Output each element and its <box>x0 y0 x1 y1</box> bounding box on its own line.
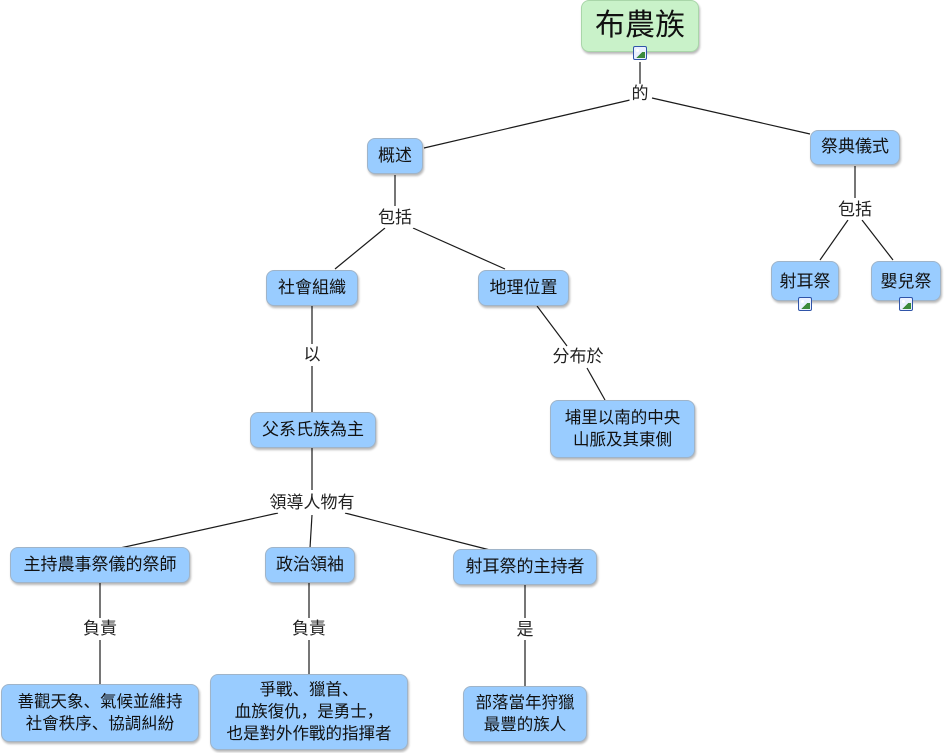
link-label-distributed: 分布於 <box>550 346 606 368</box>
node-ceremonies[interactable]: 祭典儀式 <box>810 130 900 165</box>
link-label-leaders: 領導人物有 <box>267 492 357 514</box>
connector-line <box>651 97 811 135</box>
node-ear-shooting[interactable]: 射耳祭 <box>771 261 839 312</box>
node-line: 社會秩序、協調糾紛 <box>25 714 175 733</box>
node-agri-priest[interactable]: 主持農事祭儀的祭師 <box>10 547 190 583</box>
node-label: 射耳祭 <box>779 272 831 292</box>
node-political-leader[interactable]: 政治領袖 <box>265 547 355 583</box>
node-political-duty[interactable]: 爭戰、獵首、 血族復仇，是勇士， 也是對外作戰的指揮者 <box>210 674 408 750</box>
connector-line <box>586 367 606 401</box>
link-label-is: 是 <box>514 619 536 641</box>
connector-line <box>412 227 506 270</box>
connector-line <box>423 99 631 149</box>
node-infant-festival[interactable]: 嬰兒祭 <box>871 261 941 312</box>
root-title: 布農族 <box>595 8 685 43</box>
connector-line <box>819 219 849 261</box>
image-icon[interactable] <box>633 46 647 60</box>
link-label-includes: 包括 <box>376 207 414 229</box>
node-patrilineal[interactable]: 父系氏族為主 <box>250 412 376 448</box>
link-label-by: 以 <box>301 344 323 366</box>
node-host-desc[interactable]: 部落當年狩獵 最豐的族人 <box>463 686 587 742</box>
node-line: 也是對外作戰的指揮者 <box>226 723 392 743</box>
node-label: 社會組織 <box>278 277 346 298</box>
connector-line <box>536 305 568 347</box>
node-label: 政治領袖 <box>276 554 344 575</box>
node-label: 嬰兒祭 <box>880 272 932 292</box>
node-line: 部落當年狩獵 <box>475 693 575 713</box>
image-icon[interactable] <box>899 297 913 312</box>
node-line: 最豐的族人 <box>483 715 567 734</box>
node-location-desc[interactable]: 埔里以南的中央 山脈及其東側 <box>550 400 695 458</box>
image-icon[interactable] <box>798 297 812 312</box>
root-node[interactable]: 布農族 <box>581 0 699 60</box>
node-priest-duty[interactable]: 善觀天象、氣候並維持 社會秩序、協調糾紛 <box>1 684 199 742</box>
node-label: 祭典儀式 <box>821 137 889 158</box>
node-line: 埔里以南的中央 <box>564 408 681 428</box>
node-label: 概述 <box>378 145 412 166</box>
node-overview[interactable]: 概述 <box>367 138 423 174</box>
node-label: 父系氏族為主 <box>262 419 364 440</box>
connector-line <box>119 512 279 549</box>
node-label: 主持農事祭儀的祭師 <box>23 554 177 575</box>
node-ear-host[interactable]: 射耳祭的主持者 <box>453 549 597 585</box>
node-social-org[interactable]: 社會組織 <box>266 270 358 306</box>
link-label-of: 的 <box>629 83 651 105</box>
connector-line <box>861 219 894 261</box>
link-label-includes: 包括 <box>836 199 874 221</box>
node-geo-location[interactable]: 地理位置 <box>478 270 569 306</box>
node-line: 爭戰、獵首、 <box>259 680 359 700</box>
connector-line <box>309 514 313 549</box>
node-line: 善觀天象、氣候並維持 <box>17 692 183 712</box>
node-label: 射耳祭的主持者 <box>465 556 585 577</box>
node-label: 地理位置 <box>489 277 558 298</box>
link-label-responsible: 負責 <box>290 618 328 640</box>
link-label-responsible: 負責 <box>81 618 119 640</box>
node-line: 山脈及其東側 <box>573 430 672 449</box>
connector-line <box>334 227 386 270</box>
connector-line <box>344 512 491 551</box>
node-line: 血族復仇，是勇士， <box>234 702 384 722</box>
